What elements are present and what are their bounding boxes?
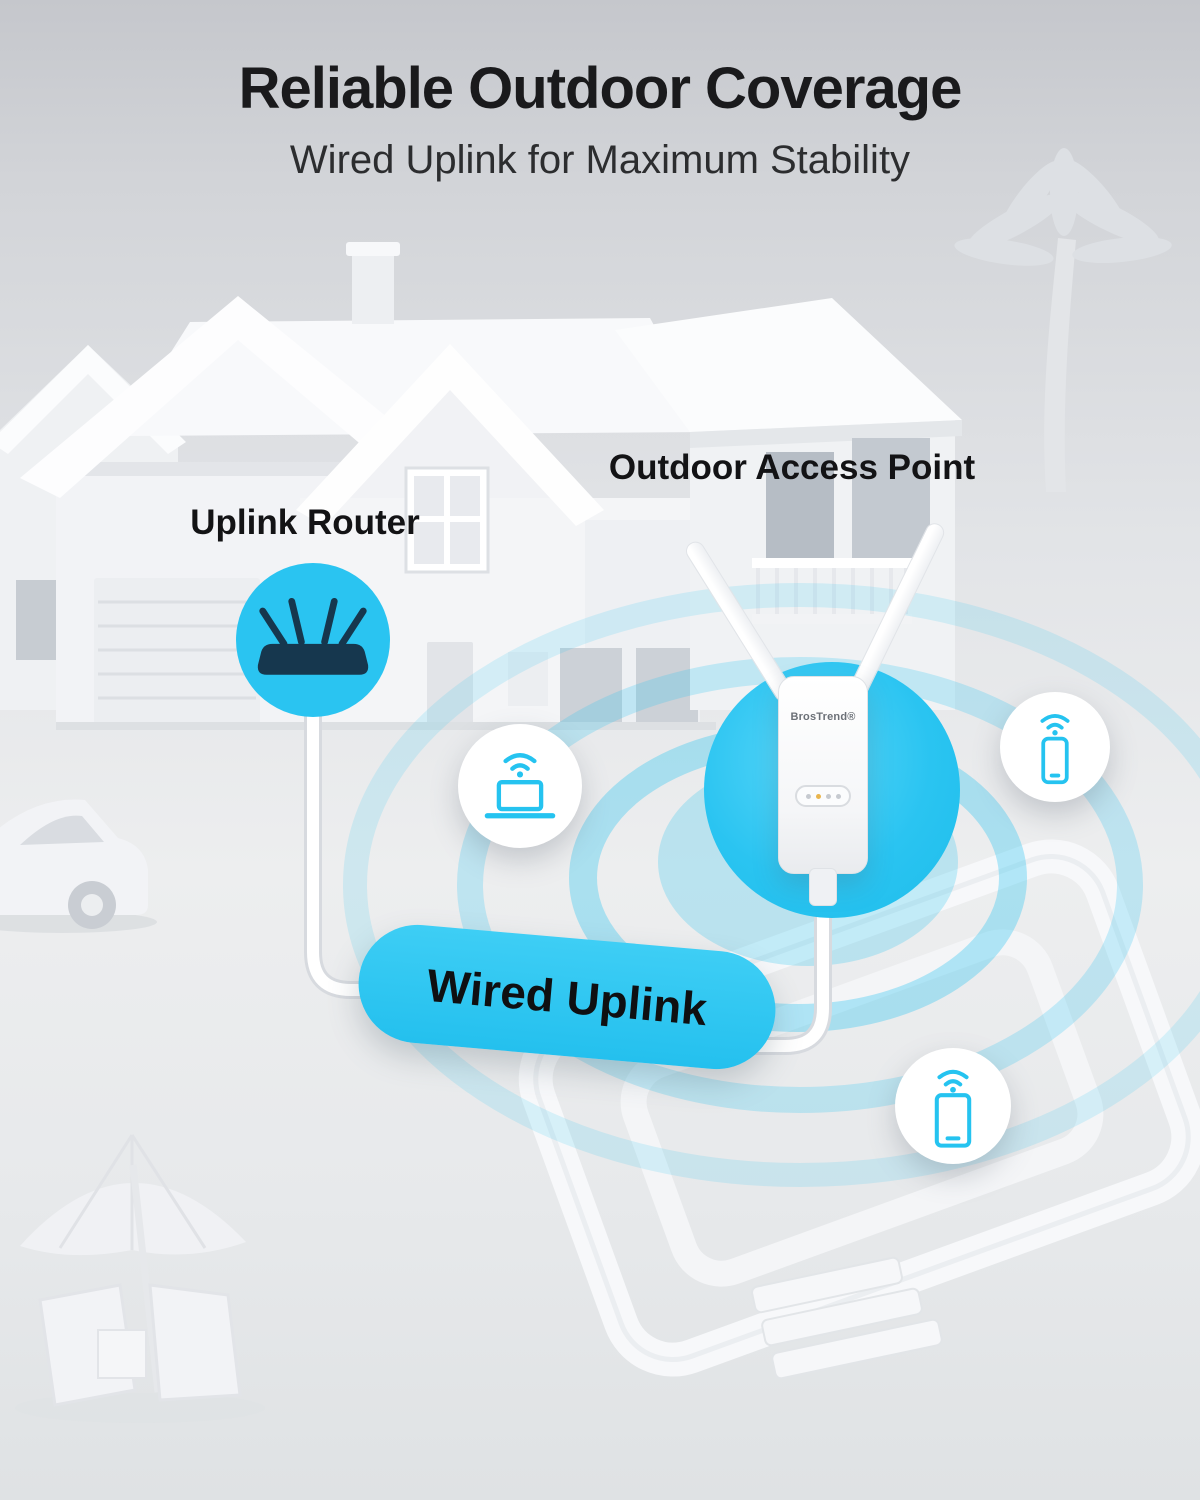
- car: [0, 799, 157, 933]
- smartphone-client-badge: [1000, 692, 1110, 802]
- led-dot: [825, 793, 831, 799]
- smartphone-wifi-icon: [1040, 714, 1070, 785]
- brand-label: BrosTrend®: [790, 711, 856, 723]
- uplink-router-badge: [236, 563, 390, 717]
- tablet-client-badge: [895, 1048, 1011, 1164]
- header: Reliable Outdoor Coverage Wired Uplink f…: [0, 0, 1200, 183]
- laptop-client-badge: [458, 724, 582, 848]
- router-icon: [257, 597, 369, 675]
- uplink-router-label: Uplink Router: [190, 503, 420, 542]
- outdoor-access-point-label: Outdoor Access Point: [608, 448, 976, 487]
- house: [0, 242, 962, 730]
- access-point-body: BrosTrend®: [778, 676, 868, 874]
- palm-tree: [954, 148, 1172, 492]
- cable-connector: [809, 868, 837, 906]
- led-dot: [815, 793, 821, 799]
- page-title: Reliable Outdoor Coverage: [238, 56, 963, 121]
- led-dot: [835, 793, 841, 799]
- led-dot: [805, 793, 811, 799]
- beach-umbrella: [15, 1134, 265, 1423]
- page-subtitle: Wired Uplink for Maximum Stability: [289, 138, 911, 182]
- led-indicator-panel: [795, 785, 851, 807]
- wired-uplink-label: Wired Uplink: [424, 958, 710, 1036]
- tablet-wifi-icon: [934, 1069, 972, 1148]
- laptop-wifi-icon: [484, 753, 556, 819]
